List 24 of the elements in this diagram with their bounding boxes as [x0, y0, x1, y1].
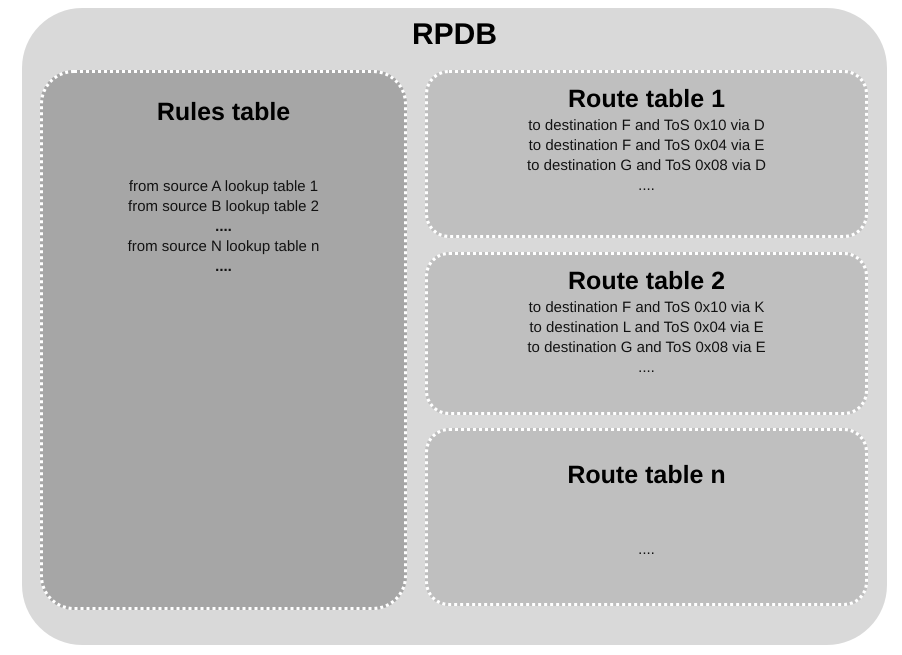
- table-entry: ....: [638, 540, 655, 560]
- table-entry: ....: [638, 358, 655, 378]
- table-entry: from source N lookup table n: [128, 237, 320, 257]
- table-entry: to destination L and ToS 0x04 via E: [529, 318, 764, 338]
- table-entry: to destination F and ToS 0x10 via K: [528, 298, 764, 318]
- route-table-panel: [425, 428, 868, 606]
- panel-heading: Rules table: [156, 98, 290, 127]
- panel-heading: Route table 2: [568, 267, 725, 296]
- table-entry: ....: [638, 176, 655, 196]
- panel-heading: Route table 1: [568, 85, 725, 114]
- table-entry: from source A lookup table 1: [128, 177, 318, 197]
- panel-heading: Route table n: [567, 461, 726, 490]
- table-entry: to destination F and ToS 0x10 via D: [528, 116, 765, 136]
- outer-panel: [22, 8, 887, 645]
- route-table-panel: [425, 252, 868, 415]
- table-entry: to destination G and ToS 0x08 via D: [526, 156, 766, 176]
- table-entry: ....: [215, 217, 232, 237]
- table-entry: from source B lookup table 2: [128, 197, 319, 217]
- table-entry: to destination G and ToS 0x08 via E: [527, 338, 766, 358]
- table-entry: ....: [215, 257, 232, 277]
- route-table-panel: [425, 70, 868, 238]
- table-entry: to destination F and ToS 0x04 via E: [528, 136, 764, 156]
- rules-panel: [40, 70, 407, 610]
- panel-heading: RPDB: [412, 18, 497, 52]
